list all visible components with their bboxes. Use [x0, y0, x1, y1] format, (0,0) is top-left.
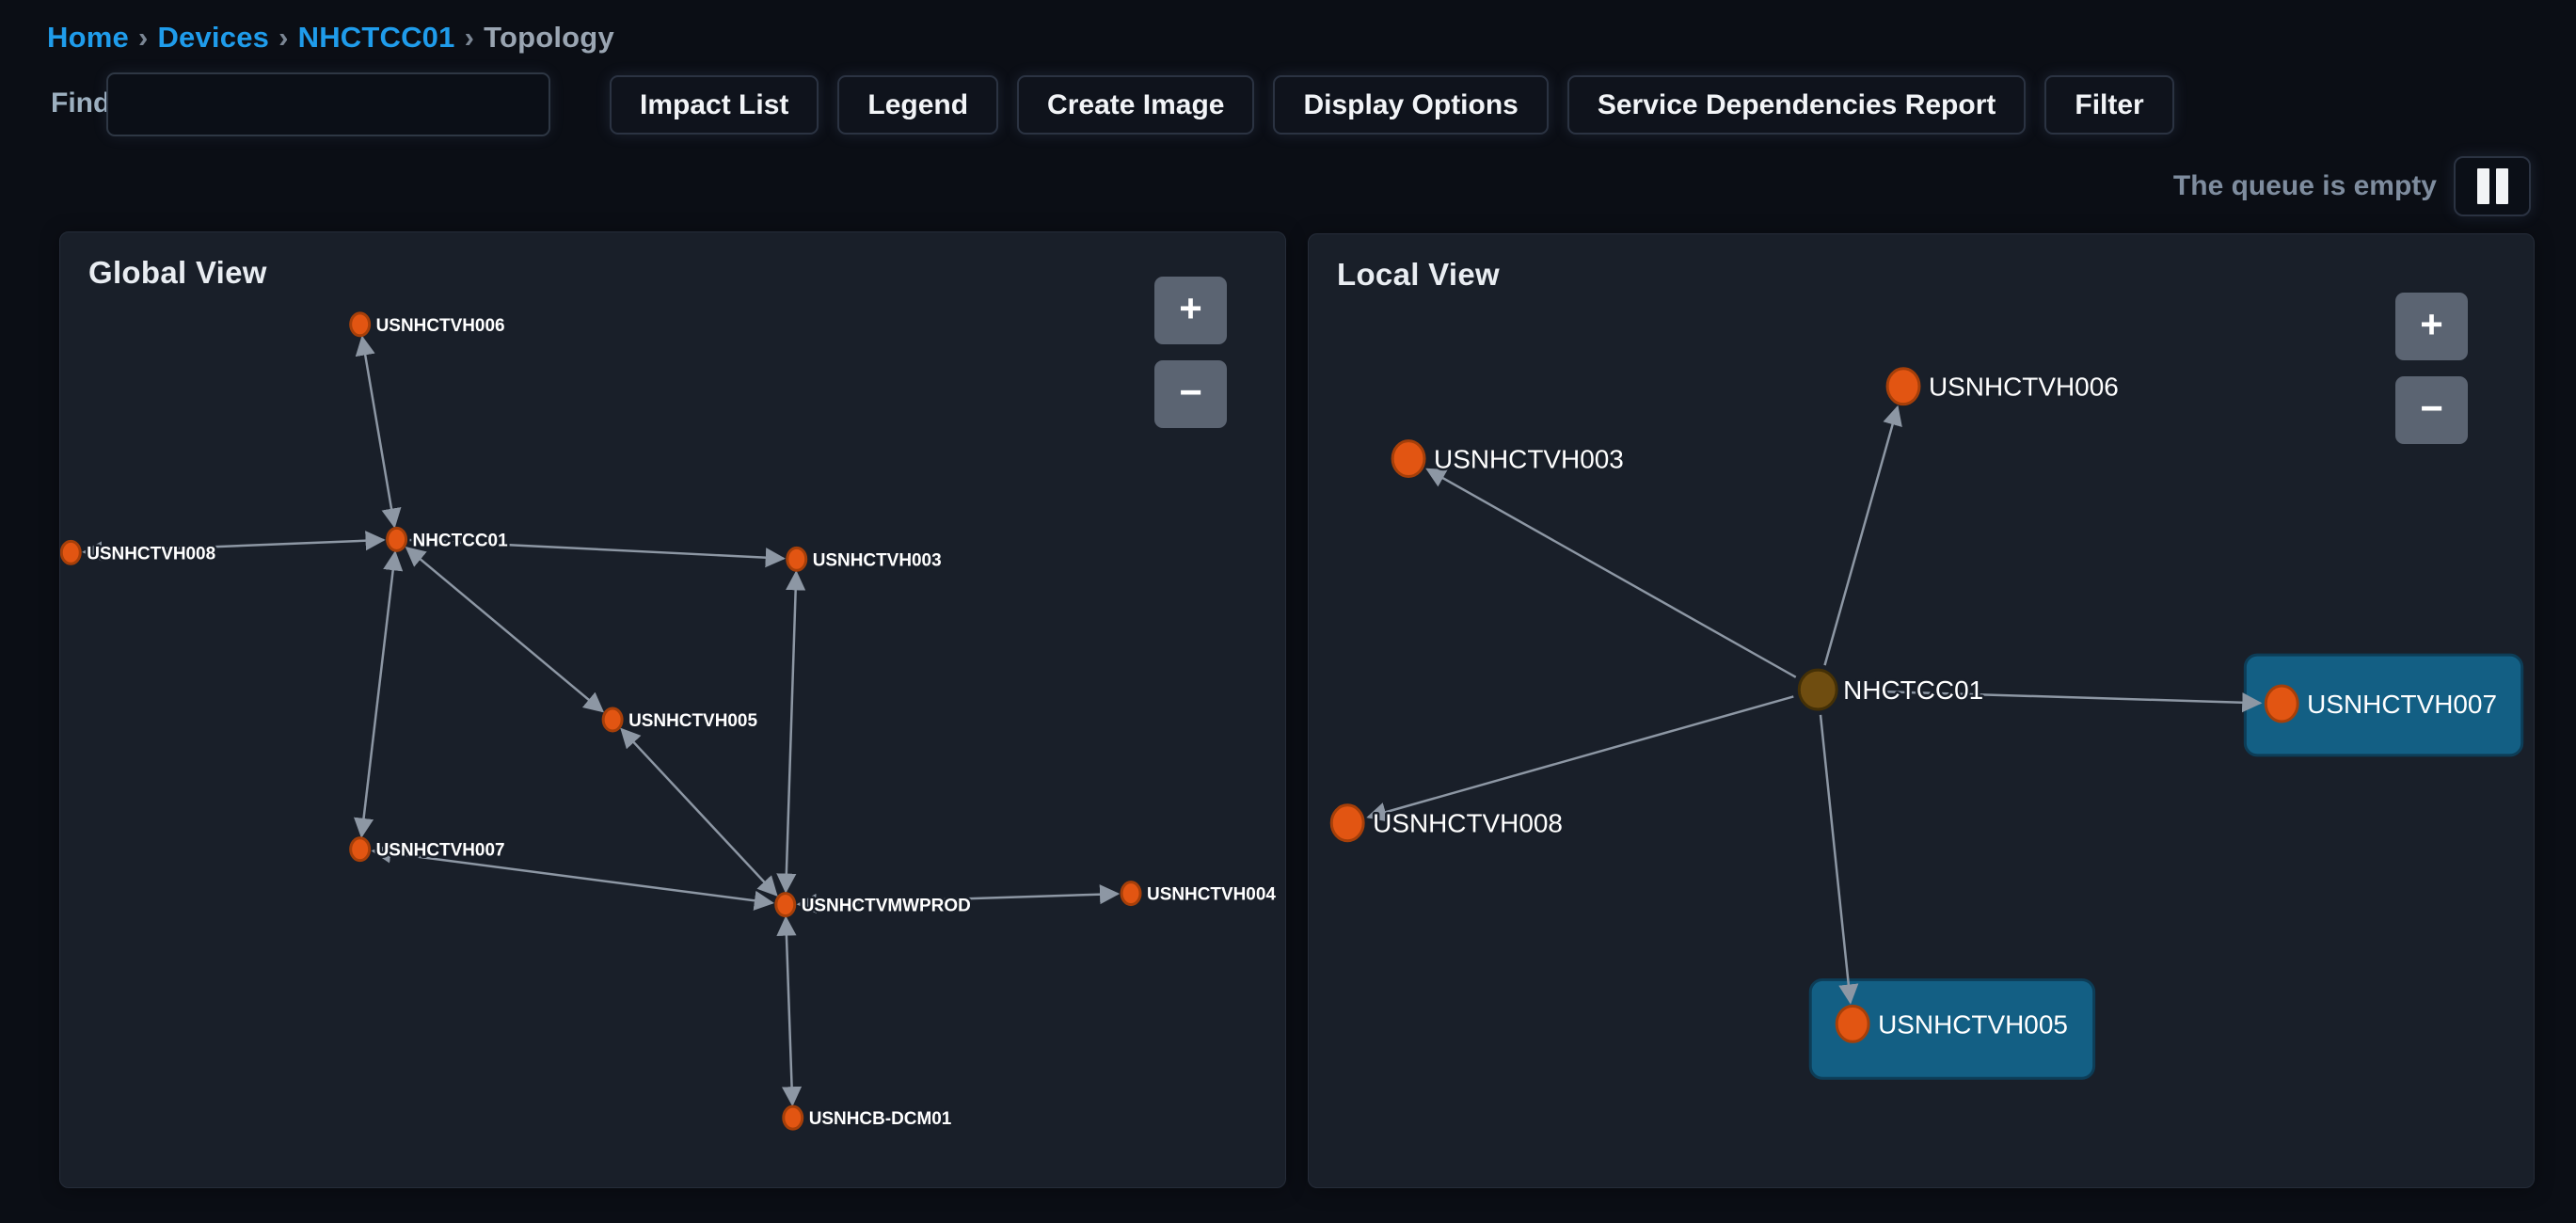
- edge-USNHCTVMWPROD-USNHCTVH004: [796, 884, 1121, 914]
- local-view-title: Local View: [1337, 257, 1500, 292]
- node-label-NHCTCC01: NHCTCC01: [413, 531, 509, 550]
- pause-icon: [2476, 168, 2508, 204]
- node-label-USNHCTVH004: USNHCTVH004: [1147, 885, 1276, 905]
- node-label-USNHCTVH007: USNHCTVH007: [2307, 690, 2497, 719]
- node-USNHCTVMWPROD[interactable]: [774, 892, 797, 918]
- node-label-USNHCTVH003: USNHCTVH003: [813, 550, 942, 570]
- node-label-USNHCTVH006: USNHCTVH006: [376, 316, 505, 336]
- node-label-USNHCTVH007: USNHCTVH007: [376, 841, 505, 861]
- node-NHCTCC01[interactable]: [1797, 668, 1838, 711]
- edge-NHCTCC01-USNHCTVH005: [1819, 714, 1859, 1005]
- node-USNHCTVH007[interactable]: [349, 836, 372, 863]
- create-image-button[interactable]: Create Image: [1017, 75, 1255, 135]
- filter-button[interactable]: Filter: [2044, 75, 2174, 135]
- legend-button[interactable]: Legend: [837, 75, 999, 135]
- edge-USNHCTVH008-NHCTCC01: [82, 531, 386, 562]
- impact-list-button[interactable]: Impact List: [610, 75, 819, 135]
- highlight-box-USNHCTVH005: [1808, 977, 2096, 1080]
- node-label-USNHCTVH005: USNHCTVH005: [628, 711, 757, 731]
- node-USNHCTVH006[interactable]: [349, 311, 372, 338]
- node-label-USNHCB-DCM01: USNHCB-DCM01: [809, 1109, 952, 1129]
- node-label-USNHCTVH005: USNHCTVH005: [1878, 1009, 2068, 1039]
- node-USNHCB-DCM01[interactable]: [782, 1104, 804, 1131]
- node-USNHCTVH007[interactable]: [2264, 684, 2299, 723]
- display-options-button[interactable]: Display Options: [1273, 75, 1549, 135]
- zoom-in-button[interactable]: +: [1154, 277, 1227, 344]
- edge-NHCTCC01-USNHCTVH005: [405, 546, 605, 713]
- breadcrumb: Home›Devices›NHCTCC01›Topology: [47, 21, 614, 55]
- breadcrumb-separator: ›: [464, 21, 475, 54]
- edge-USNHCTVH005-USNHCTVMWPROD: [620, 727, 778, 897]
- node-label-USNHCTVH008: USNHCTVH008: [1373, 809, 1563, 838]
- node-USNHCTVH008[interactable]: [60, 539, 82, 565]
- node-label-USNHCTVH003: USNHCTVH003: [1434, 445, 1624, 474]
- pause-queue-button[interactable]: [2454, 156, 2531, 216]
- edge-USNHCTVMWPROD-USNHCB-DCM01: [776, 915, 803, 1107]
- local-zoom-controls: + −: [2395, 293, 2468, 444]
- node-label-NHCTCC01: NHCTCC01: [1843, 675, 1983, 705]
- breadcrumb-link-devices[interactable]: Devices: [157, 21, 270, 54]
- breadcrumb-separator: ›: [278, 21, 289, 54]
- breadcrumb-link-device[interactable]: NHCTCC01: [297, 21, 455, 54]
- zoom-out-button[interactable]: −: [2395, 376, 2468, 444]
- node-USNHCTVH006[interactable]: [1885, 367, 1921, 406]
- node-label-USNHCTVH006: USNHCTVH006: [1929, 373, 2119, 402]
- node-USNHCTVH005[interactable]: [601, 707, 624, 733]
- service-dependencies-report-button[interactable]: Service Dependencies Report: [1566, 75, 2027, 135]
- edge-NHCTCC01-USNHCTVH007: [1843, 689, 2263, 713]
- global-zoom-controls: + −: [1154, 277, 1227, 428]
- node-USNHCTVH004[interactable]: [1120, 881, 1142, 907]
- node-label-USNHCTVMWPROD: USNHCTVMWPROD: [802, 897, 971, 916]
- node-label-USNHCTVH008: USNHCTVH008: [87, 544, 215, 564]
- edge-NHCTCC01-USNHCTVH003: [1425, 468, 1797, 678]
- edge-USNHCTVMWPROD-USNHCTVH003: [776, 570, 806, 894]
- queue-status-row: The queue is empty: [2173, 156, 2531, 216]
- edge-NHCTCC01-USNHCTVH007: [354, 550, 404, 838]
- breadcrumb-separator: ›: [137, 21, 149, 54]
- node-NHCTCC01[interactable]: [386, 526, 408, 552]
- node-USNHCTVH005[interactable]: [1835, 1004, 1870, 1043]
- node-USNHCTVH003[interactable]: [786, 546, 808, 572]
- node-USNHCTVH003[interactable]: [1391, 439, 1426, 478]
- breadcrumb-current-page: Topology: [484, 21, 614, 54]
- queue-status-text: The queue is empty: [2172, 170, 2437, 201]
- find-input[interactable]: [106, 72, 550, 136]
- edge-NHCTCC01-USNHCTVH006: [1823, 405, 1902, 666]
- node-USNHCTVH008[interactable]: [1329, 803, 1365, 843]
- find-label: Find: [51, 87, 111, 119]
- zoom-in-button[interactable]: +: [2395, 293, 2468, 360]
- toolbar: Impact List Legend Create Image Display …: [610, 75, 2174, 135]
- global-view-title: Global View: [88, 255, 267, 290]
- breadcrumb-link-home[interactable]: Home: [47, 21, 129, 54]
- edge-NHCTCC01-USNHCTVH006: [355, 335, 402, 529]
- edge-NHCTCC01-USNHCTVH008: [1366, 695, 1794, 822]
- zoom-out-button[interactable]: −: [1154, 360, 1227, 428]
